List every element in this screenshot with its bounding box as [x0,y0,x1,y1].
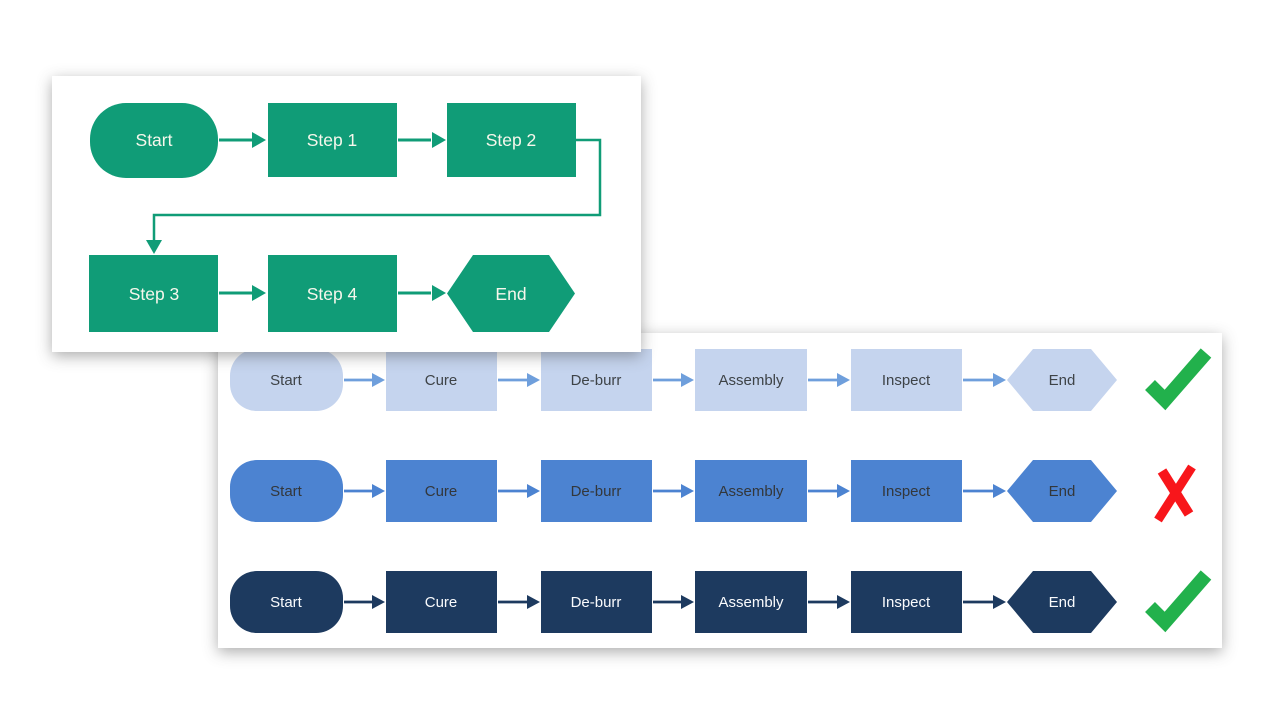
flow-row-medium: Start Cure De-burr Assembly Inspect End [230,460,1196,523]
checkmark-icon [1145,570,1212,633]
node-start-label: Start [136,130,173,150]
node-end-shape [1007,460,1117,522]
comparison-flowchart-panel: Start Cure De-burr Assembly Inspect End [218,333,1222,648]
node-cure-shape [386,571,497,633]
node-step4-shape [268,255,397,332]
arrowhead-icon [527,595,540,609]
checkmark-stroke [1145,348,1212,411]
example-flow-labels: Start Step 1 Step 2 Step 3 Step 4 End [129,130,537,304]
example-flow-shapes [89,103,576,332]
node-inspect-label: Inspect [882,594,931,611]
node-start-label: Start [270,372,303,389]
checkmark-stroke [1145,570,1212,633]
node-assembly-shape [695,571,807,633]
node-cure-shape [386,460,497,522]
node-end-shape [447,255,575,332]
flow-row-medium-connectors [344,484,1006,498]
arrowhead-icon [146,240,162,254]
arrowhead-icon [681,373,694,387]
node-step2-label: Step 2 [486,130,537,150]
flow-row-dark: Start Cure De-burr Assembly Inspect End [230,570,1212,633]
node-deburr-label: De-burr [571,594,622,611]
cross-stroke [1154,464,1196,523]
flow-row-pale-shapes [230,349,1117,411]
arrowhead-icon [432,132,446,148]
example-flow-connectors [146,132,602,301]
node-end-label: End [1049,483,1076,500]
arrowhead-icon [252,285,266,301]
flow-row-medium-labels: Start Cure De-burr Assembly Inspect End [270,483,1075,500]
arrowhead-icon [527,484,540,498]
arrowhead-icon [837,484,850,498]
arrowhead-icon [372,484,385,498]
node-assembly-label: Assembly [718,483,784,500]
node-start-label: Start [270,483,303,500]
node-deburr-label: De-burr [571,372,622,389]
arrowhead-icon [993,373,1006,387]
node-step1-shape [268,103,397,177]
arrowhead-icon [681,595,694,609]
node-inspect-shape [851,571,962,633]
example-flowchart-panel: Start Step 1 Step 2 Step 3 Step 4 End [52,76,641,352]
node-inspect-label: Inspect [882,372,931,389]
node-assembly-label: Assembly [718,594,784,611]
arrowhead-icon [252,132,266,148]
node-deburr-shape [541,571,652,633]
node-end-label: End [495,284,526,304]
node-cure-label: Cure [425,594,458,611]
node-start-shape [230,571,343,633]
node-inspect-shape [851,460,962,522]
arrowhead-icon [432,285,446,301]
arrowhead-icon [372,595,385,609]
node-end-shape [1007,571,1117,633]
example-flowchart-svg: Start Step 1 Step 2 Step 3 Step 4 End [89,103,602,332]
node-cure-shape [386,349,497,411]
node-end-label: End [1049,594,1076,611]
node-start-label: Start [270,594,303,611]
arrowhead-icon [372,373,385,387]
comparison-flowchart-svg: Start Cure De-burr Assembly Inspect End [230,348,1212,633]
flow-row-pale-labels: Start Cure De-burr Assembly Inspect End [270,372,1075,389]
arrowhead-icon [681,484,694,498]
flow-row-pale-connectors [344,373,1006,387]
node-start-shape [90,103,218,178]
node-deburr-label: De-burr [571,483,622,500]
node-end-label: End [1049,372,1076,389]
arrowhead-icon [837,595,850,609]
node-end-shape [1007,349,1117,411]
flow-row-dark-labels: Start Cure De-burr Assembly Inspect End [270,594,1075,611]
node-inspect-label: Inspect [882,483,931,500]
node-start-shape [230,349,343,411]
node-assembly-shape [695,349,807,411]
flow-row-medium-shapes [230,460,1117,522]
elbow-connector-line [152,138,602,244]
node-step4-label: Step 4 [307,284,358,304]
node-cure-label: Cure [425,483,458,500]
flow-row-pale: Start Cure De-burr Assembly Inspect End [230,348,1212,411]
node-step3-shape [89,255,218,332]
arrowhead-icon [837,373,850,387]
arrowhead-icon [527,373,540,387]
node-inspect-shape [851,349,962,411]
node-start-shape [230,460,343,522]
node-cure-label: Cure [425,372,458,389]
node-step2-shape [447,103,576,177]
node-step1-label: Step 1 [307,130,358,150]
node-deburr-shape [541,349,652,411]
cross-icon [1154,464,1196,523]
arrowhead-icon [993,484,1006,498]
node-step3-label: Step 3 [129,284,180,304]
node-assembly-shape [695,460,807,522]
node-deburr-shape [541,460,652,522]
node-assembly-label: Assembly [718,372,784,389]
arrowhead-icon [993,595,1006,609]
checkmark-icon [1145,348,1212,411]
flow-row-dark-shapes [230,571,1117,633]
flow-row-dark-connectors [344,595,1006,609]
